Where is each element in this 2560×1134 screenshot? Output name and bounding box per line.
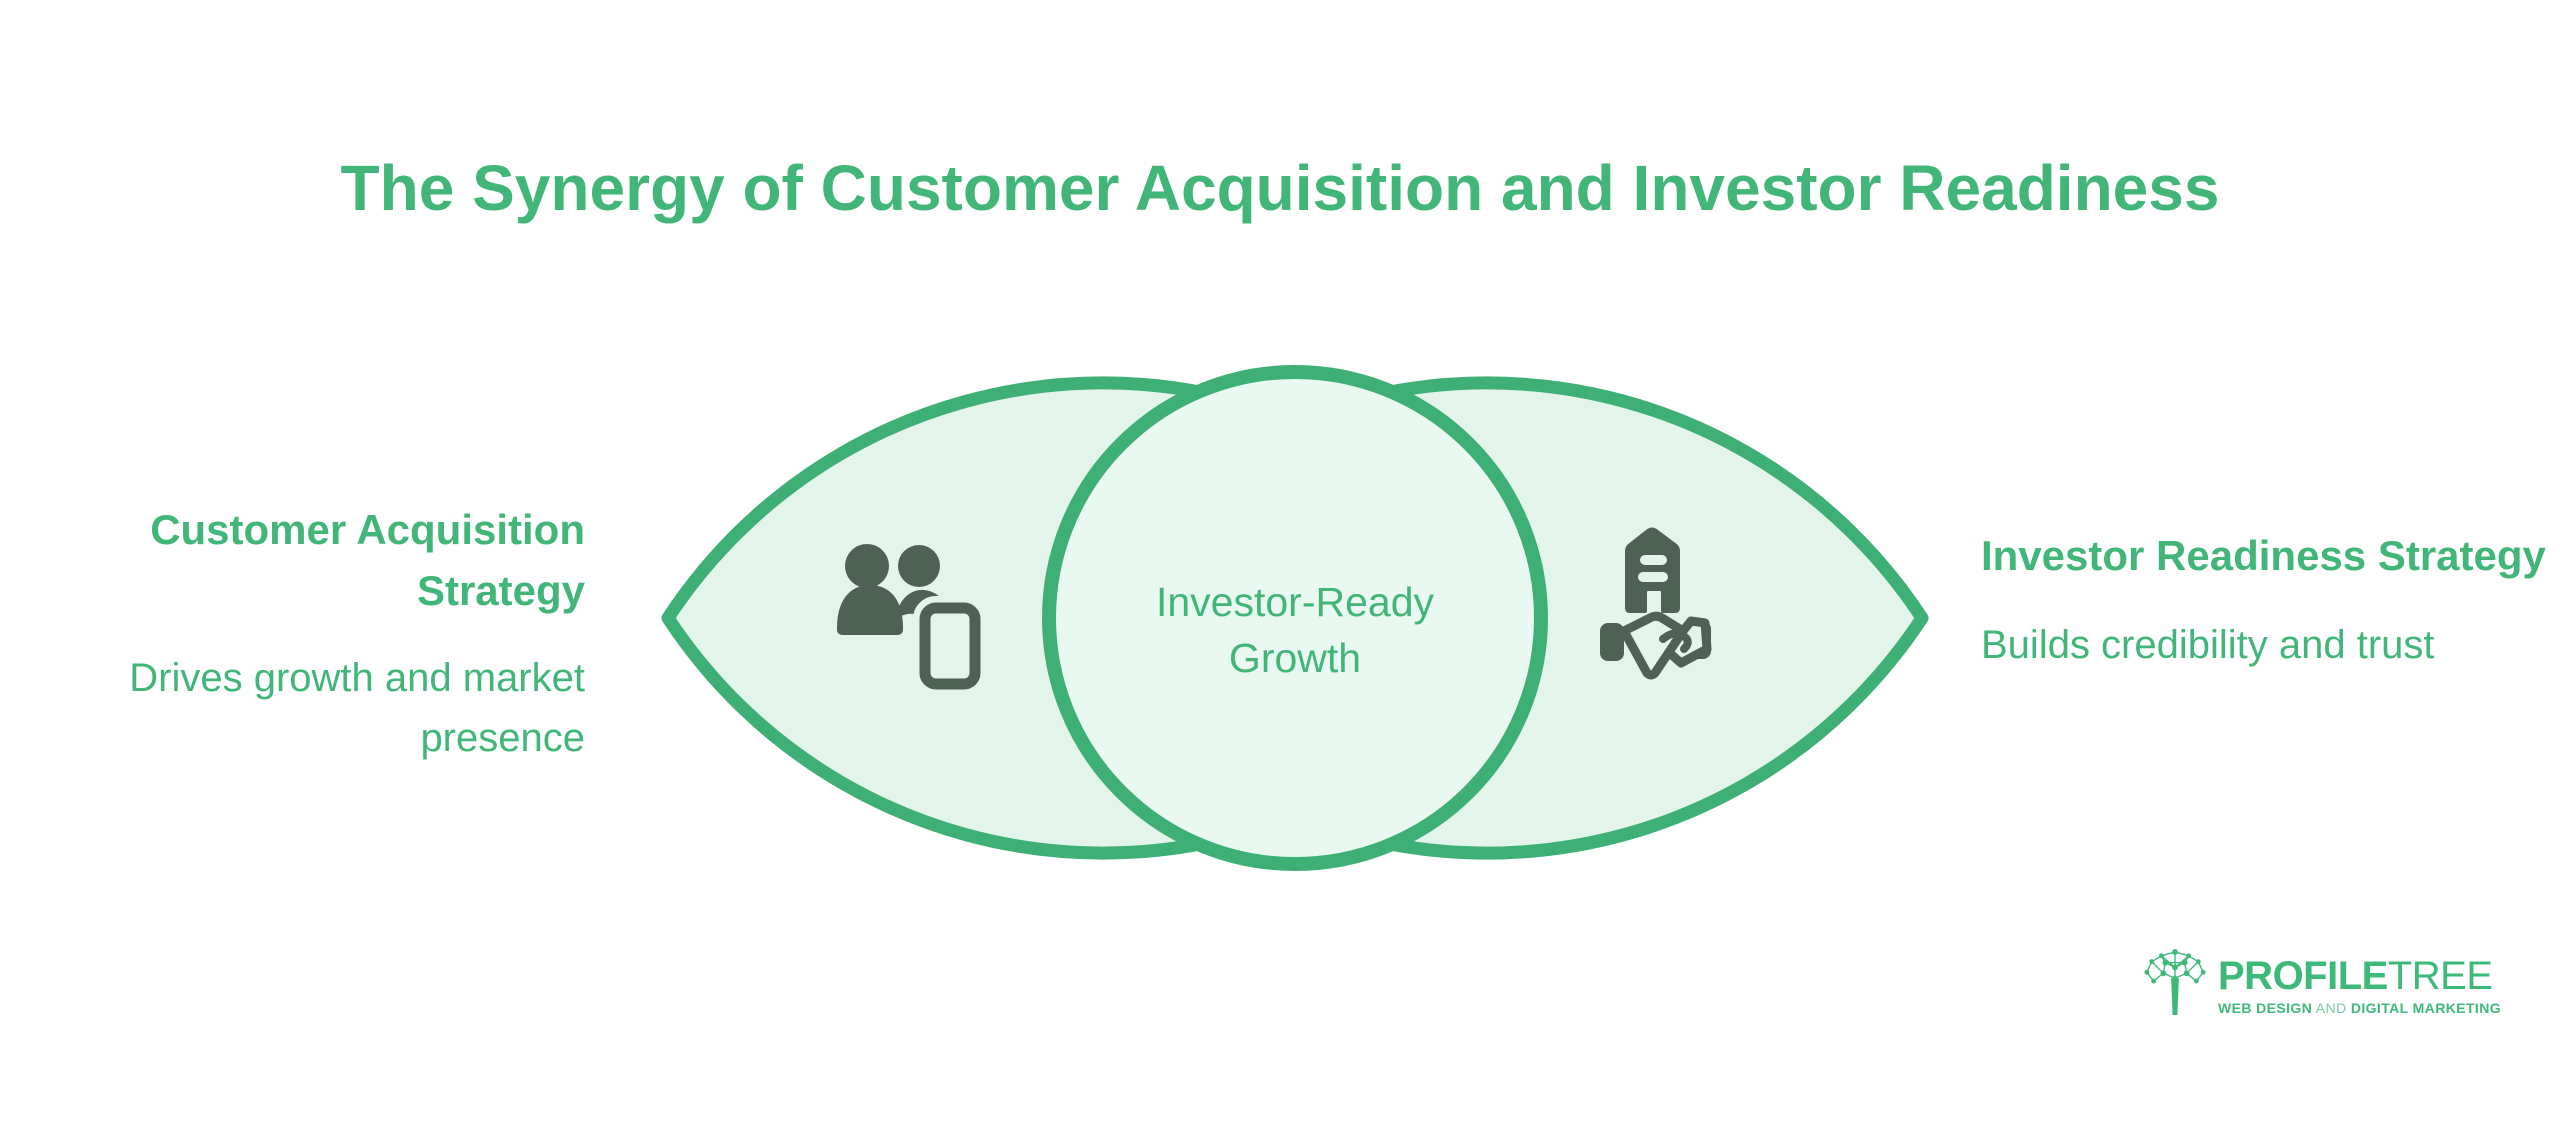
left-panel-description: Drives growth and market presence: [129, 655, 585, 760]
page-title: The Synergy of Customer Acquisition and …: [340, 152, 2220, 224]
right-panel-description: Builds credibility and trust: [1981, 622, 2435, 667]
users-phone-icon: [837, 544, 987, 696]
handshake-cuff-left: [1600, 623, 1624, 661]
venn-intersection-circle: [1042, 365, 1548, 871]
network-tree-icon: [2144, 949, 2206, 1016]
left-panel: Customer Acquisition Strategy Drives gro…: [25, 500, 585, 768]
logo-brand-primary: PROFILE: [2218, 954, 2388, 998]
tree-trunk: [2171, 978, 2179, 1016]
user-front-head: [845, 544, 889, 588]
logo-tagline-lead: WEB DESIGN: [2218, 1000, 2313, 1016]
logo-tagline-tail: DIGITAL MARKETING: [2350, 1000, 2501, 1016]
profiletree-logo: PROFILETREE WEB DESIGN AND DIGITAL MARKE…: [2142, 948, 2501, 1018]
logo-brand: PROFILETREE: [2218, 954, 2501, 998]
user-front-torso: [837, 585, 903, 635]
building-handshake-icon: [1600, 527, 1712, 680]
building-window-top: [1640, 555, 1667, 565]
building-icon: [1625, 527, 1680, 613]
logo-tagline-connector: AND: [2315, 1000, 2347, 1016]
handshake-thumb: [1659, 629, 1692, 653]
building-window-bottom: [1638, 572, 1668, 582]
intersection-label: Investor-Ready Growth: [1155, 579, 1434, 681]
handshake-left-hand: [1619, 611, 1688, 680]
left-panel-heading: Customer Acquisition Strategy: [150, 506, 585, 614]
phone-icon: [919, 602, 981, 690]
logo-brand-secondary: TREE: [2387, 954, 2493, 998]
logo-text: PROFILETREE WEB DESIGN AND DIGITAL MARKE…: [2218, 948, 2501, 1016]
user-back-head: [898, 545, 940, 587]
right-panel-heading: Investor Readiness Strategy: [1981, 532, 2546, 579]
right-panel: Investor Readiness Strategy Builds credi…: [1981, 526, 2560, 675]
logo-tagline: WEB DESIGN AND DIGITAL MARKETING: [2218, 1000, 2501, 1016]
